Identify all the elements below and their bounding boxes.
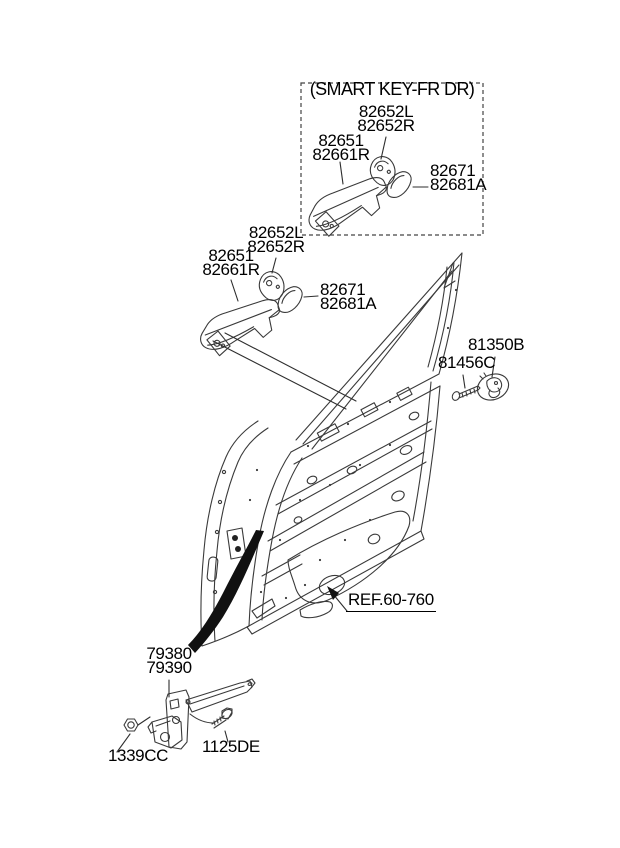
- inset-callout-handle: 82651 82661R: [301, 131, 381, 164]
- leader-lines: [116, 136, 496, 753]
- inset-callout-cap: 82652L 82652R: [346, 102, 426, 135]
- main-callout-handle: 82651 82661R: [191, 246, 271, 279]
- part-number: 82652R: [357, 116, 415, 135]
- part-number: 79390: [146, 658, 192, 677]
- smart-key-inset-box: [300, 82, 484, 236]
- part-number: 82651: [208, 246, 254, 265]
- striker-screw-illustration: [451, 385, 481, 401]
- part-number: 82671: [430, 161, 476, 180]
- callout-striker: 81350B: [468, 335, 525, 354]
- door-checker-illustration: [147, 678, 256, 750]
- callout-checker-nut: 1339CC: [108, 746, 168, 765]
- checker-nut-illustration: [123, 718, 139, 732]
- door-panel-illustration: [200, 252, 463, 647]
- striker-illustration: [476, 372, 510, 401]
- part-number: 82652R: [247, 237, 305, 256]
- part-number: 82681A: [430, 175, 487, 194]
- checker-bolt-illustration: [211, 707, 233, 729]
- main-handle-illustration: [193, 286, 290, 367]
- main-callout-cover: 82671 82681A: [320, 280, 377, 313]
- inset-title: (SMART KEY-FR DR): [309, 79, 475, 99]
- callout-striker-screw: 81456C: [438, 353, 496, 372]
- part-number: 82681A: [320, 294, 377, 313]
- ref-text: REF.60-760: [346, 590, 436, 612]
- checker-location-arrow: [188, 530, 264, 653]
- part-number: 79380: [146, 644, 192, 663]
- checker-mount-detail: [226, 527, 247, 560]
- part-number: 82651: [318, 131, 364, 150]
- main-callout-cap: 82652L 82652R: [236, 223, 316, 256]
- callout-checker: 79380 79390: [129, 644, 209, 677]
- inset-callout-cover: 82671 82681A: [430, 161, 487, 194]
- part-number: 82661R: [312, 145, 370, 164]
- part-number: 82652L: [358, 102, 414, 121]
- part-number: 82652L: [248, 223, 304, 242]
- door-reference-label: REF.60-760: [346, 590, 436, 612]
- part-number: 82671: [320, 280, 366, 299]
- ref-arrowhead: [327, 586, 339, 600]
- callout-checker-bolt: 1125DE: [202, 737, 260, 756]
- part-number: 82661R: [202, 260, 260, 279]
